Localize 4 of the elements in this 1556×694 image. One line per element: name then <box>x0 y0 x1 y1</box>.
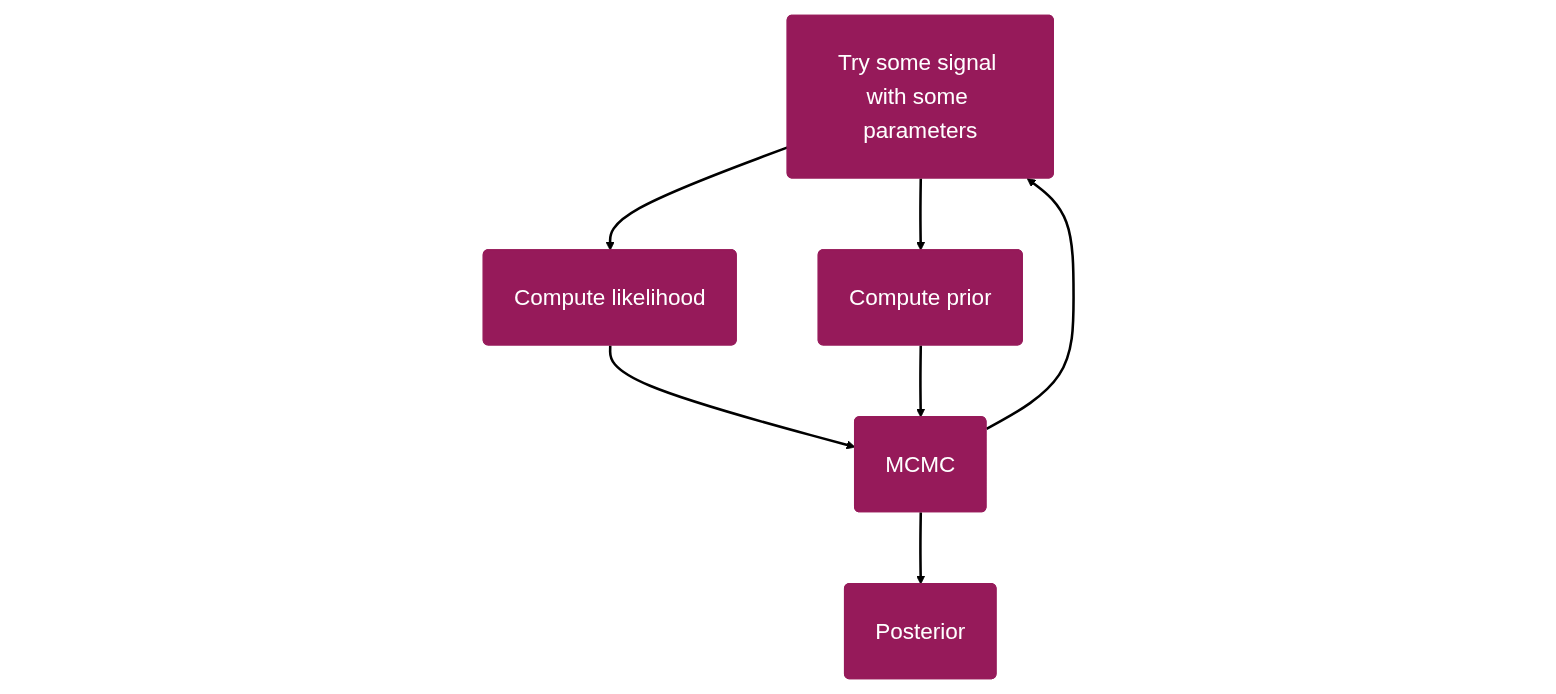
arrow <box>985 178 1075 431</box>
arrow <box>915 512 925 585</box>
arrow <box>915 178 925 251</box>
arrow <box>915 345 925 418</box>
